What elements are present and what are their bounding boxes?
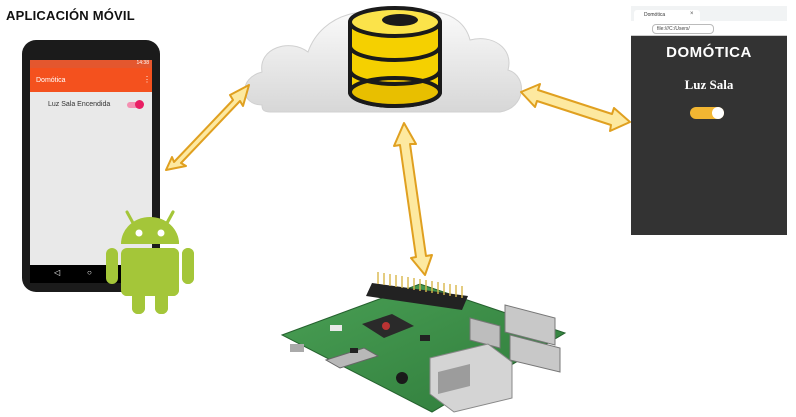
page-heading: DOMÓTICA bbox=[666, 44, 752, 61]
phone-app-bar bbox=[30, 68, 152, 92]
phone-status-bar: 14:38 bbox=[30, 60, 152, 68]
address-bar-text: file:///C:/Users/ bbox=[657, 26, 690, 32]
close-icon[interactable]: × bbox=[690, 11, 694, 17]
home-icon[interactable]: ○ bbox=[87, 268, 92, 277]
database-icon bbox=[348, 6, 442, 108]
browser-window bbox=[631, 6, 787, 235]
phone-switch-label: Luz Sala Encendida bbox=[48, 101, 111, 108]
arrow-cloud-raspberry bbox=[393, 122, 433, 276]
overflow-menu-icon[interactable]: ⋮ bbox=[143, 75, 151, 84]
back-icon[interactable]: ◁ bbox=[54, 268, 61, 277]
raspberry-pi-image bbox=[280, 272, 567, 413]
page-subtitle: Luz Sala bbox=[684, 77, 734, 92]
arrow-cloud-browser bbox=[520, 83, 631, 132]
android-robot-overlay bbox=[106, 210, 194, 314]
browser-tab-title: Domótica bbox=[644, 12, 666, 18]
arrow-phone-cloud bbox=[165, 84, 250, 171]
address-bar[interactable]: file:///C:/Users/ bbox=[652, 24, 714, 34]
phone-light-switch[interactable] bbox=[127, 102, 141, 108]
phone-status-time: 14:38 bbox=[136, 60, 149, 66]
light-toggle-knob[interactable] bbox=[712, 107, 724, 119]
diagram-title: APLICACIÓN MÓVIL bbox=[6, 8, 135, 23]
phone-light-switch-knob[interactable] bbox=[135, 100, 144, 109]
phone-app-title: Domótica bbox=[36, 77, 66, 84]
browser-tab[interactable]: Domótica bbox=[634, 10, 700, 21]
